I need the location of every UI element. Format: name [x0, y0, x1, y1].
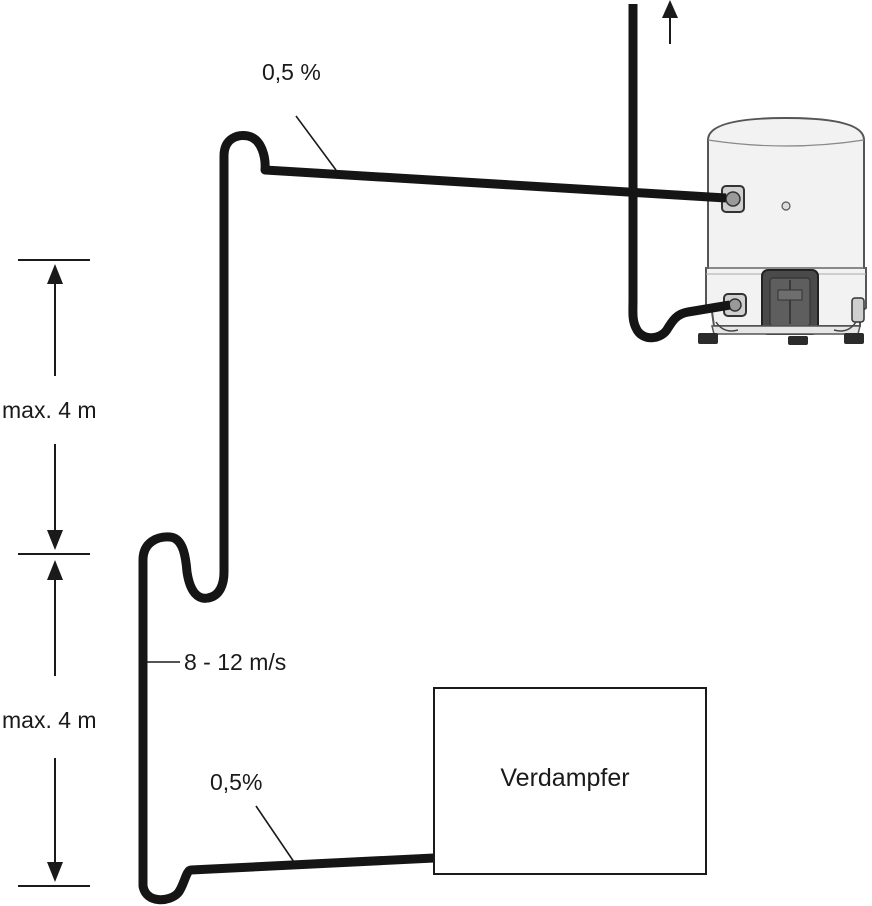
suction-pipe	[138, 131, 727, 905]
suction-fitting	[721, 185, 745, 213]
height-dimension	[18, 259, 90, 887]
slope-label-top: 0,5 %	[262, 59, 321, 85]
velocity-label: 8 - 12 m/s	[184, 649, 286, 675]
height-label-lower: max. 4 m	[2, 707, 97, 733]
flow-direction-arrow	[662, 0, 678, 44]
evaporator-label: Verdampfer	[500, 764, 629, 792]
slope-label-bottom: 0,5%	[210, 769, 262, 795]
leader-slope-top	[295, 115, 337, 171]
compressor-feet	[698, 333, 864, 345]
discharge-pipe	[628, 4, 731, 343]
evaporator: Verdampfer	[433, 687, 707, 875]
height-label-upper: max. 4 m	[2, 397, 97, 423]
leader-slope-bottom	[255, 805, 295, 863]
compressor	[698, 116, 867, 345]
terminal-box	[761, 269, 819, 335]
